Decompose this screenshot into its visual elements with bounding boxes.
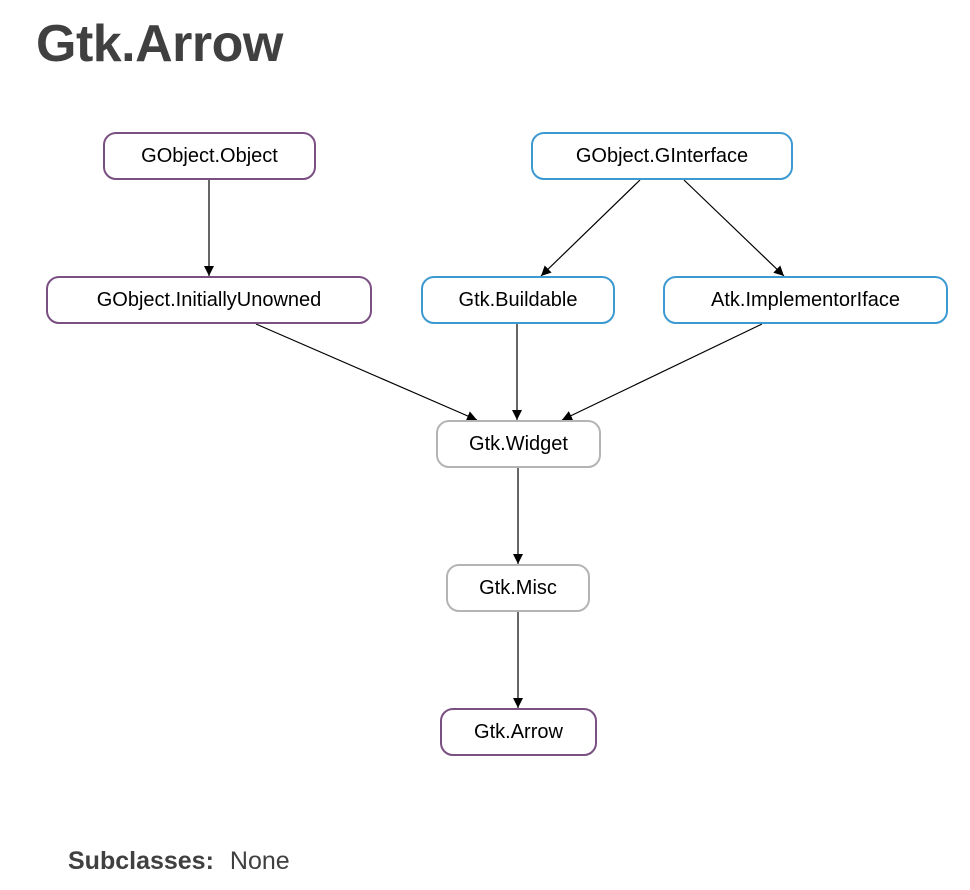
- node-box: [436, 420, 601, 468]
- node-label: Gtk.Buildable: [459, 289, 578, 311]
- node-gobject-initiallyunowned[interactable]: GObject.InitiallyUnowned: [46, 276, 372, 324]
- node-gtk-widget[interactable]: Gtk.Widget: [436, 420, 601, 468]
- node-gobject-ginterface[interactable]: GObject.GInterface: [531, 132, 793, 180]
- node-label: GObject.InitiallyUnowned: [97, 289, 322, 311]
- diagram-edges: [204, 179, 785, 708]
- node-label: GObject.GInterface: [576, 145, 748, 167]
- edge-gobject-ginterface-to-gtk-buildable: [540, 179, 641, 277]
- node-gtk-arrow[interactable]: Gtk.Arrow: [440, 708, 597, 756]
- subclasses-label: Subclasses:: [68, 847, 214, 875]
- edge-atk-implementoriface-to-gtk-widget: [561, 323, 763, 421]
- node-label: Gtk.Misc: [479, 577, 557, 599]
- node-box: [531, 132, 793, 180]
- node-atk-implementoriface[interactable]: Atk.ImplementorIface: [663, 276, 948, 324]
- subclasses-value: None: [229, 847, 290, 875]
- node-gtk-misc[interactable]: Gtk.Misc: [446, 564, 590, 612]
- edge-gobject-initiallyunowned-to-gtk-widget: [255, 323, 478, 421]
- node-box: [440, 708, 597, 756]
- edge-gobject-ginterface-to-atk-implementoriface: [683, 179, 785, 277]
- node-label: Gtk.Arrow: [474, 721, 563, 743]
- diagram-nodes: GObject.Object GObject.GInterfaceGObject.…: [46, 132, 948, 756]
- page-title: Gtk.Arrow: [36, 15, 283, 73]
- class-hierarchy-diagram: GObject.Object GObject.GInterfaceGObject.…: [46, 132, 948, 756]
- node-box: [446, 564, 590, 612]
- node-box: [46, 276, 372, 324]
- node-gobject-object[interactable]: GObject.Object: [103, 132, 316, 180]
- node-box: [421, 276, 615, 324]
- node-box: [663, 276, 948, 324]
- node-label: Gtk.Widget: [469, 433, 568, 455]
- node-gtk-buildable[interactable]: Gtk.Buildable: [421, 276, 615, 324]
- node-label: Atk.ImplementorIface: [711, 289, 900, 311]
- node-label: GObject.Object: [141, 145, 278, 167]
- node-box: [103, 132, 316, 180]
- subclasses-row: Subclasses: None: [68, 843, 290, 879]
